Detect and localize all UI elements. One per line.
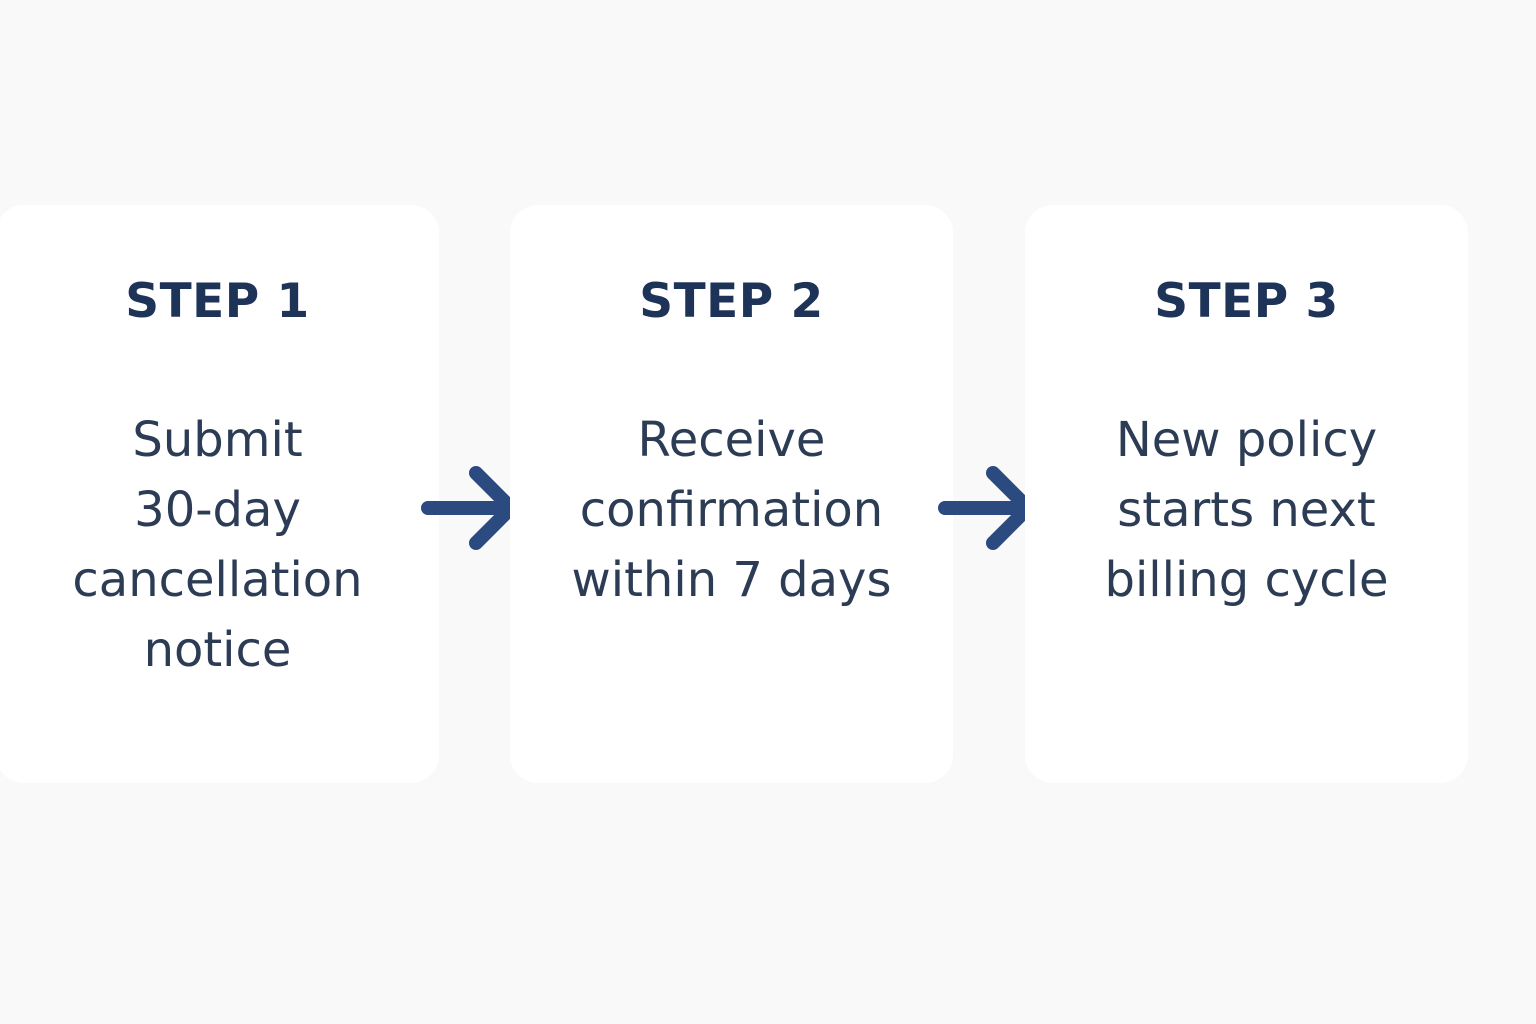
step-title: STEP 1	[125, 274, 310, 329]
step-card-3: STEP 3 New policy starts next billing cy…	[1025, 205, 1468, 783]
step-description: New policy starts next billing cycle	[1025, 405, 1468, 615]
arrow-right-icon	[938, 466, 1035, 550]
description-line: Receive	[637, 412, 826, 468]
arrow-right-icon	[421, 466, 518, 550]
step-description: Receive confirmation within 7 days	[510, 405, 953, 615]
step-title: STEP 3	[1154, 274, 1339, 329]
step-card-1: STEP 1 Submit 30-day cancellation notice	[0, 205, 439, 783]
description-line: billing cycle	[1104, 552, 1389, 608]
step-title: STEP 2	[639, 274, 824, 329]
step-description: Submit 30-day cancellation notice	[0, 405, 439, 685]
description-line: starts next	[1117, 482, 1376, 538]
description-line: notice	[143, 622, 292, 678]
description-line: 30-day	[134, 482, 301, 538]
step-card-2: STEP 2 Receive confirmation within 7 day…	[510, 205, 953, 783]
description-line: cancellation	[72, 552, 363, 608]
description-line: New policy	[1115, 412, 1378, 468]
description-line: within 7 days	[571, 552, 892, 608]
description-line: confirmation	[579, 482, 884, 538]
description-line: Submit	[132, 412, 303, 468]
